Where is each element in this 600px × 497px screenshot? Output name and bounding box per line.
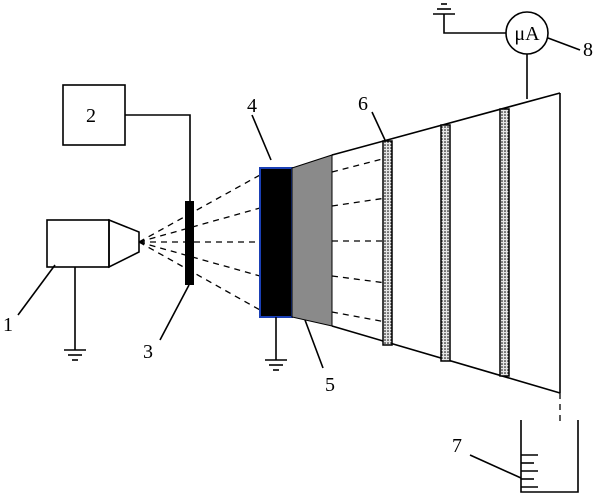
spray-lines-right: [331, 157, 387, 323]
leader-line-1: [17, 264, 56, 316]
label-6: 6: [358, 93, 368, 115]
label-3: 3: [143, 341, 153, 363]
leader-line-6: [371, 111, 386, 141]
leader-line-5: [304, 319, 324, 369]
label-4: 4: [247, 95, 257, 117]
source-box-1: [46, 218, 140, 269]
microammeter-icon: μA: [505, 11, 549, 55]
leader-line-4: [251, 114, 272, 161]
target-plate-4: [259, 167, 293, 318]
label-8: 8: [583, 39, 593, 61]
leader-line-8: [547, 37, 581, 51]
ground-icon: [64, 267, 86, 361]
spray-lines-left: [138, 174, 261, 311]
label-1: 1: [3, 314, 13, 336]
ground-icon: [433, 3, 455, 15]
label-5: 5: [325, 374, 335, 396]
screen-6c: [499, 108, 510, 377]
beaker-icon: [520, 420, 579, 493]
screen-6b: [440, 124, 451, 362]
electrode-3: [185, 201, 194, 285]
leader-line-7: [469, 454, 522, 479]
screen-6a: [382, 140, 393, 346]
label-7: 7: [452, 435, 462, 457]
power-wire: [125, 114, 191, 202]
label-2: 2: [86, 105, 96, 127]
ground-icon: [265, 317, 287, 371]
meter-ground-wire: [443, 14, 506, 34]
meter-symbol: μA: [514, 23, 540, 45]
gray-block-5: [291, 154, 333, 327]
leader-line-3: [159, 284, 190, 341]
